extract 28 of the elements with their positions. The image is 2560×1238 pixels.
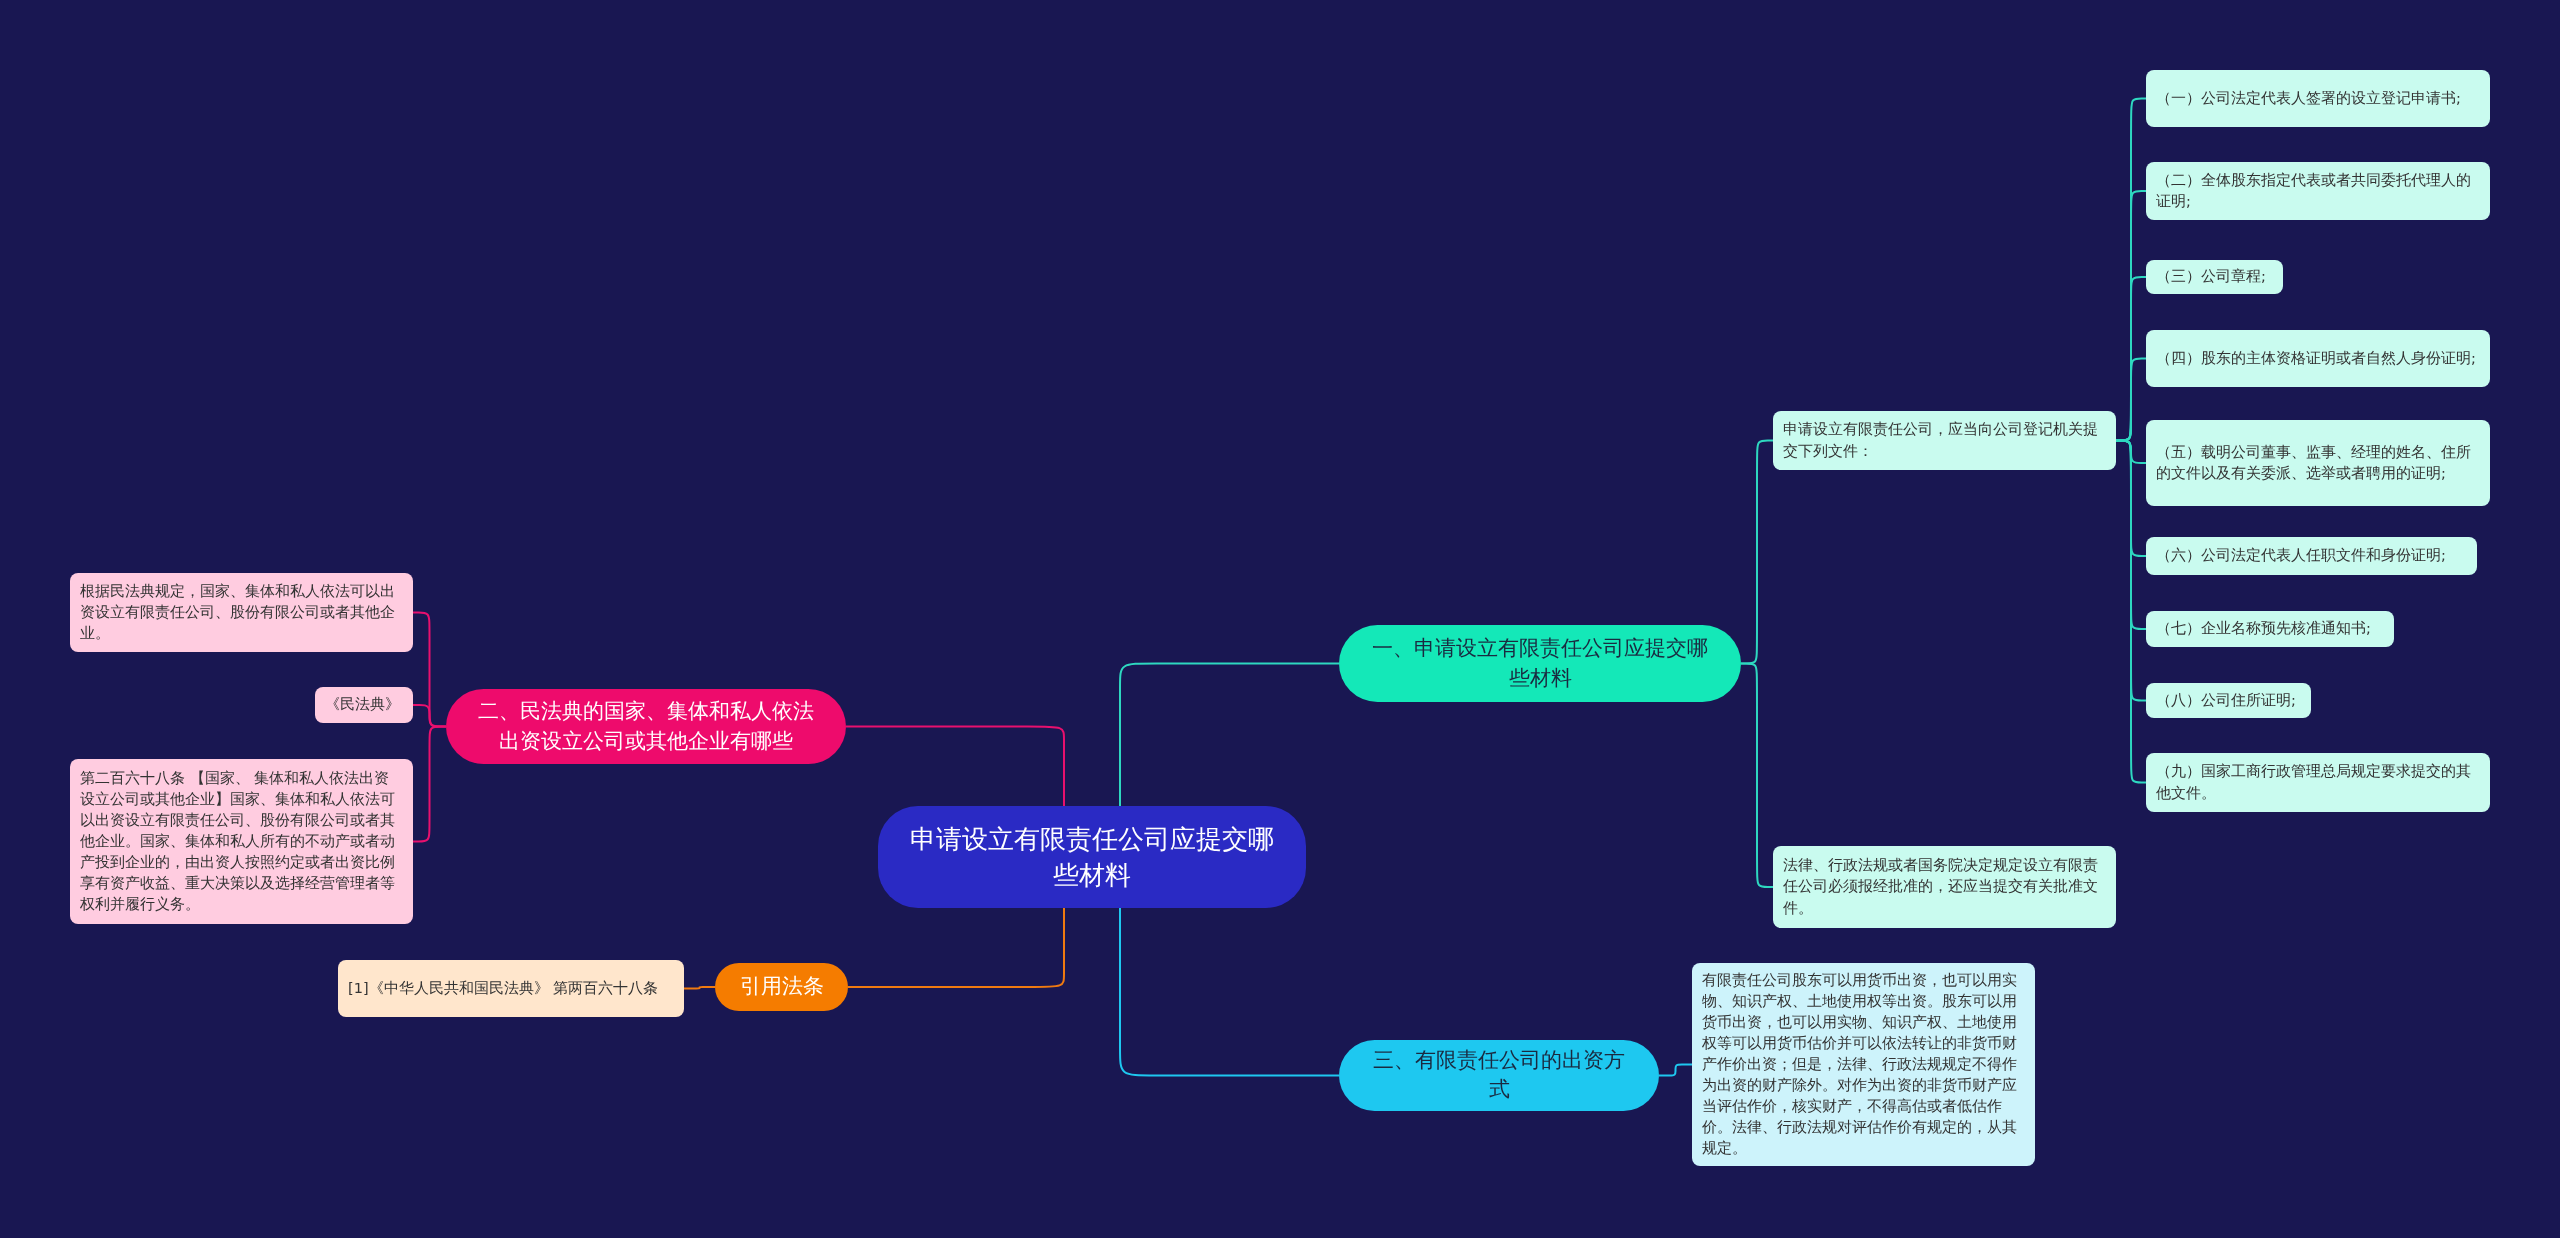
connector-line <box>1658 1063 1693 1077</box>
connector-line <box>2115 439 2147 784</box>
subtopic-box: （五）载明公司董事、监事、经理的姓名、住所的文件以及有关委派、选举或者聘用的证明; <box>2146 420 2490 506</box>
subtopic-box: （六）公司法定代表人任职文件和身份证明; <box>2146 537 2477 575</box>
branch-topic: 引用法条 <box>715 963 848 1011</box>
subtopic-box: 根据民法典规定，国家、集体和私人依法可以出资设立有限责任公司、股份有限公司或者其他企业。 <box>70 573 413 652</box>
connector-line <box>847 907 1065 988</box>
connector-line <box>845 725 1065 807</box>
branch-topic: 一、申请设立有限责任公司应提交哪些材料 <box>1339 625 1741 702</box>
central-topic: 申请设立有限责任公司应提交哪些材料 <box>878 806 1306 908</box>
connector-line <box>1119 662 1340 807</box>
subtopic-box: （九）国家工商行政管理总局规定要求提交的其他文件。 <box>2146 753 2490 812</box>
subtopic-box: （八）公司住所证明; <box>2146 683 2311 718</box>
subtopic-box: （一）公司法定代表人签署的设立登记申请书; <box>2146 70 2490 127</box>
subtopic-box: 《民法典》 <box>315 687 413 723</box>
branch-topic: 三、有限责任公司的出资方式 <box>1339 1040 1659 1111</box>
subtopic-box: 有限责任公司股东可以用货币出资，也可以用实物、知识产权、土地使用权等出资。股东可以用货币出资，也可以用实物、知识产权、土地使用权等可以用货币估价并可以依法转让的非货币财产作价出资；但是，法律、行政法规规定不得作为出资的财产除外。对作为出资的非货币财产应当评估作价，核实财产，不得高估或者低估作价。法律、行政法规对评估作价有规定的，从其规定。 <box>1692 963 2035 1166</box>
connector-line <box>1119 907 1340 1077</box>
subtopic-box: 第二百六十八条 【国家、 集体和私人依法出资设立公司或其他企业】国家、集体和私人依法可以出资设立有限责任公司、股份有限公司或者其他企业。国家、集体和私人所有的不动产或者动产投到企业的，由出资人按照约定或者出资比例享有资产收益、重大决策以及选择经营管理者等权利并履行义务。 <box>70 759 413 924</box>
connector-line <box>1740 662 1774 888</box>
subtopic-box: 法律、行政法规或者国务院决定规定设立有限责任公司必须报经批准的，还应当提交有关批准文件。 <box>1773 846 2116 928</box>
subtopic-box: （七）企业名称预先核准通知书; <box>2146 611 2394 647</box>
subtopic-box: （三）公司章程; <box>2146 260 2283 294</box>
subtopic-box: （四）股东的主体资格证明或者自然人身份证明; <box>2146 330 2490 387</box>
subtopic-box: （二）全体股东指定代表或者共同委托代理人的证明; <box>2146 162 2490 220</box>
subtopic-box: [1]《中华人民共和国民法典》 第两百六十八条 <box>338 960 684 1017</box>
branch-topic: 二、民法典的国家、集体和私人依法出资设立公司或其他企业有哪些 <box>446 689 846 764</box>
subtopic-box: 申请设立有限责任公司，应当向公司登记机关提交下列文件： <box>1773 411 2116 470</box>
